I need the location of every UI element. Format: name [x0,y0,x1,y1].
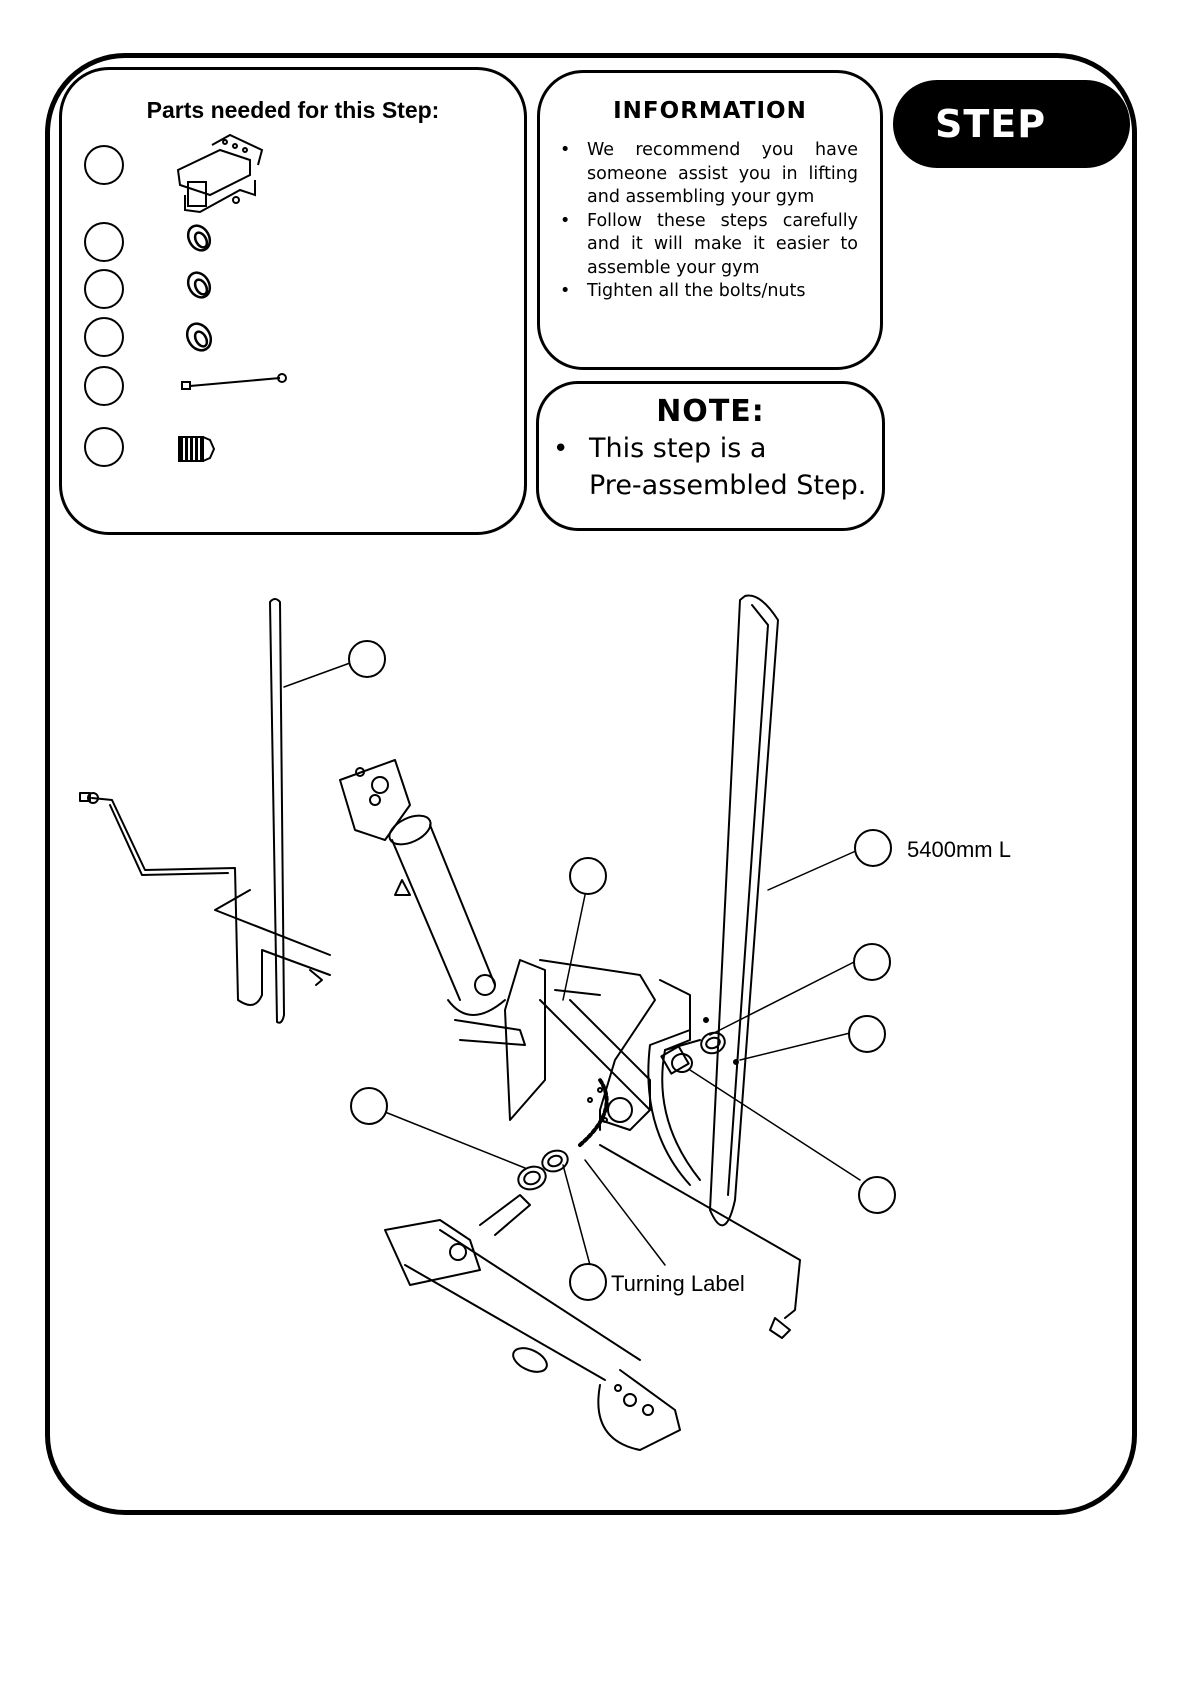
central-bracket [505,960,690,1130]
callout-circle [569,1263,607,1301]
callout-circle [350,1087,388,1125]
turning-label-text: Turning Label [611,1271,745,1297]
callout-circle [853,943,891,981]
lower-arm [385,1195,680,1450]
bent-cable-left [92,798,330,1005]
upper-arm [340,760,525,1045]
vertical-cable-right [710,596,778,1226]
callout-circle [848,1015,886,1053]
vertical-cable-left [270,599,284,1023]
cable-length-label: 5400mm L [907,837,1011,863]
callout-circle [854,829,892,867]
callout-circle [569,857,607,895]
callout-circle [348,640,386,678]
callout-circle [858,1176,896,1214]
